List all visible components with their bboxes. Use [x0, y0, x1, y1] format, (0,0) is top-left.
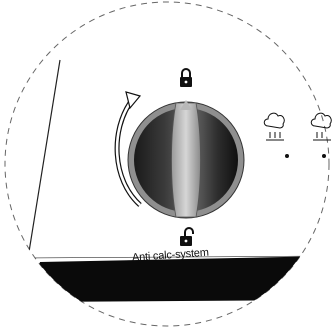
- steam-icon: [311, 113, 331, 140]
- padlock-closed-icon: [180, 69, 192, 87]
- steam-setting-dot: [322, 154, 326, 158]
- steam-icon: [264, 113, 284, 140]
- appliance-edge: [4, 60, 60, 266]
- padlock-open-icon: [180, 228, 193, 246]
- black-band: [30, 256, 334, 302]
- steam-setting-dot: [285, 154, 289, 158]
- anti-calc-knob[interactable]: [128, 100, 244, 218]
